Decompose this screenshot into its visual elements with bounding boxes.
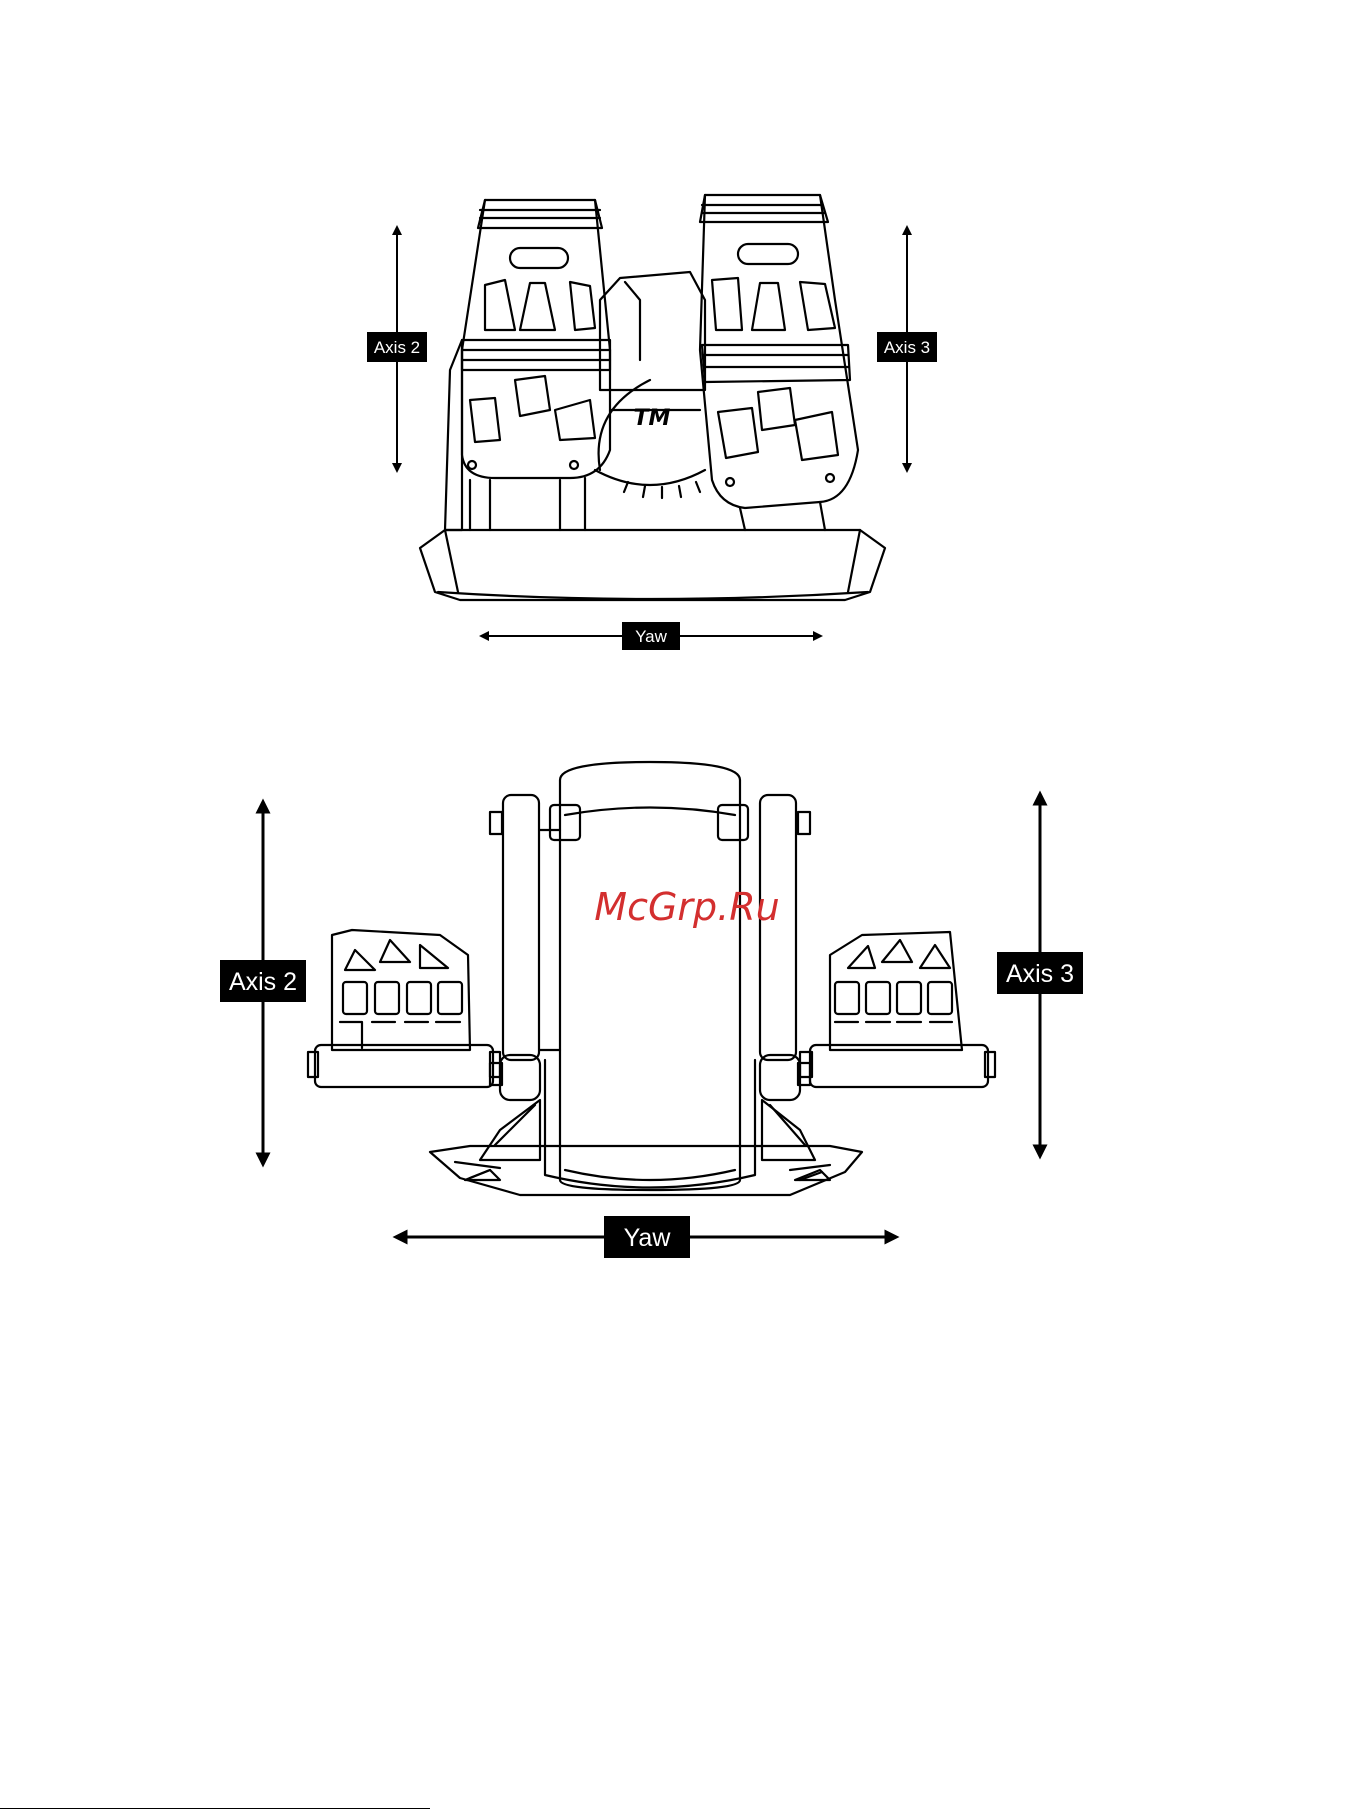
top-axis3-label: Axis 3: [877, 332, 937, 362]
top-pedals-diagram: TM: [420, 195, 885, 600]
bottom-pedals-diagram: [308, 762, 995, 1195]
bottom-central-column: [545, 762, 755, 1190]
svg-text:Axis 2: Axis 2: [229, 968, 297, 996]
bottom-left-arm: [490, 795, 580, 1100]
svg-text:Axis 3: Axis 3: [1006, 960, 1074, 988]
svg-text:Axis 3: Axis 3: [884, 338, 930, 357]
svg-text:Axis 2: Axis 2: [374, 338, 420, 357]
footer-rule: [0, 1808, 430, 1809]
top-yaw-label: Yaw: [622, 622, 680, 650]
bottom-left-footplate: [308, 930, 500, 1087]
bottom-right-arm: [718, 795, 810, 1100]
top-central-housing: TM: [595, 272, 705, 498]
svg-text:Yaw: Yaw: [635, 627, 668, 646]
bottom-right-footplate: [800, 932, 995, 1087]
svg-text:Yaw: Yaw: [624, 1224, 672, 1252]
bottom-axis2-label: Axis 2: [220, 960, 306, 1002]
top-axis2-label: Axis 2: [367, 332, 427, 362]
watermark-text: McGrp.Ru: [594, 885, 779, 929]
top-left-pedal: [462, 200, 610, 530]
bottom-yaw-label: Yaw: [604, 1216, 690, 1258]
top-right-pedal: [700, 195, 858, 530]
top-base: [420, 530, 885, 600]
top-logo-mark: TM: [634, 406, 671, 431]
bottom-axis3-label: Axis 3: [997, 952, 1083, 994]
top-left-side-panel: [445, 340, 462, 530]
